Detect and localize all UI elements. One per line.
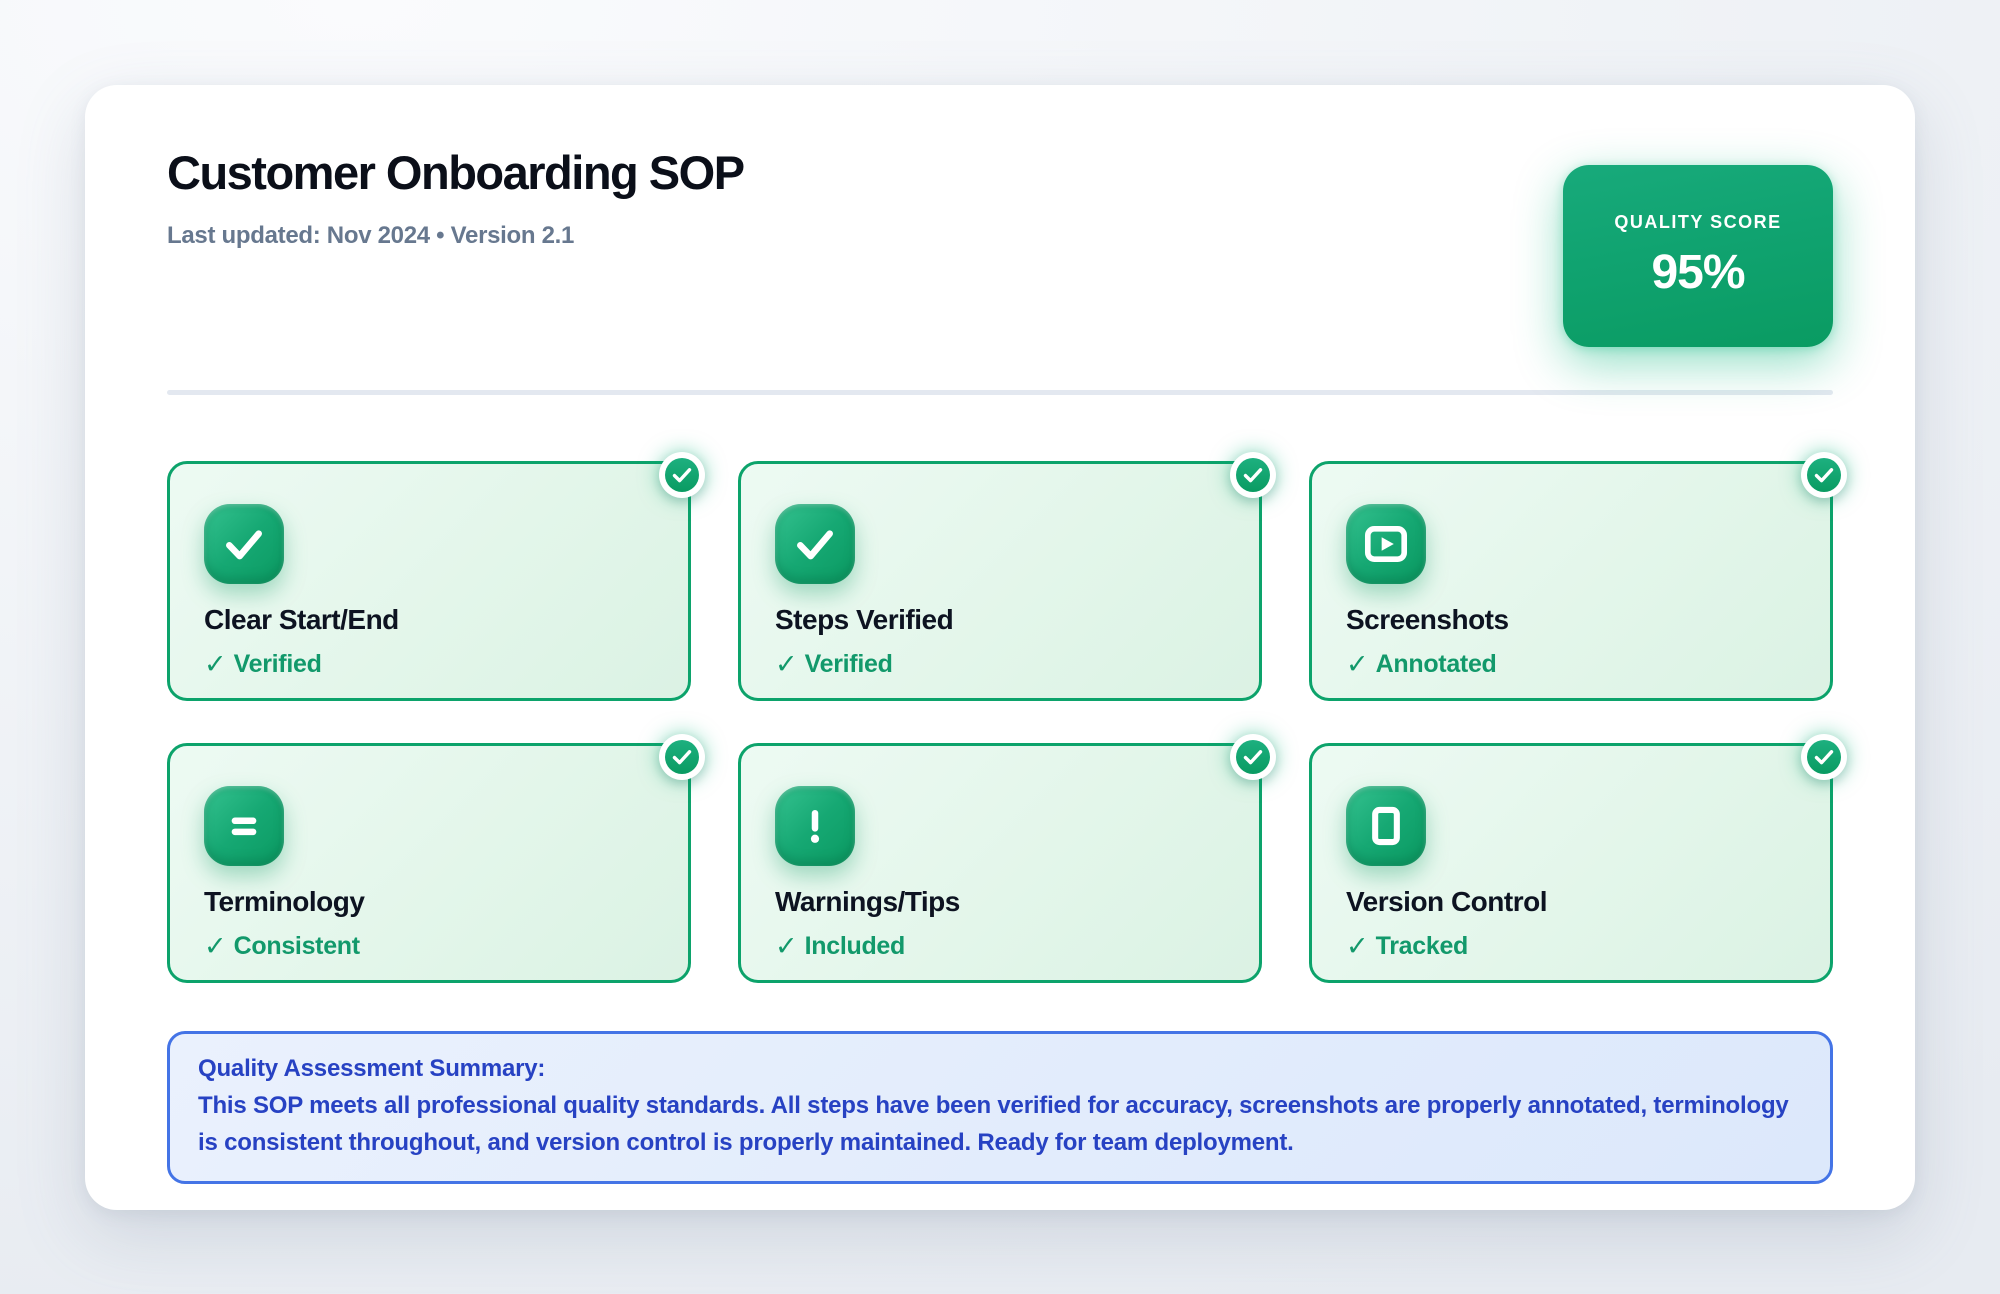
check-card-version-control: Version Control ✓ Tracked bbox=[1309, 734, 1847, 983]
verified-corner-badge bbox=[659, 452, 705, 498]
check-circle-icon bbox=[1806, 739, 1842, 775]
summary-body: This SOP meets all professional quality … bbox=[198, 1092, 1789, 1156]
quality-score-badge: QUALITY SCORE 95% bbox=[1563, 165, 1833, 347]
checklist-grid: Clear Start/End ✓ Verified Steps Verifie… bbox=[167, 452, 1847, 983]
status-check-icon: ✓ bbox=[204, 649, 227, 679]
check-card-warnings-tips: Warnings/Tips ✓ Included bbox=[738, 734, 1276, 983]
check-card-title: Warnings/Tips bbox=[775, 886, 960, 917]
status-text: Verified bbox=[233, 650, 322, 678]
header: Customer Onboarding SOP Last updated: No… bbox=[167, 130, 1833, 390]
check-card-status: ✓ Consistent bbox=[204, 932, 658, 961]
check-card-status: ✓ Verified bbox=[775, 650, 1229, 679]
verified-corner-badge bbox=[1230, 734, 1276, 780]
check-icon bbox=[797, 530, 833, 560]
page-title: Customer Onboarding SOP bbox=[167, 146, 745, 199]
check-circle-icon bbox=[1235, 457, 1271, 493]
check-circle-icon bbox=[664, 457, 700, 493]
header-text-block: Customer Onboarding SOP Last updated: No… bbox=[167, 130, 745, 250]
check-card-terminology: Terminology ✓ Consistent bbox=[167, 734, 705, 983]
quality-score-label: QUALITY SCORE bbox=[1614, 212, 1782, 232]
status-text: Verified bbox=[804, 650, 893, 678]
check-card-status: ✓ Tracked bbox=[1346, 932, 1800, 961]
check-circle-icon bbox=[1235, 739, 1271, 775]
card-icon-tile bbox=[1346, 504, 1426, 584]
status-check-icon: ✓ bbox=[204, 931, 227, 961]
verified-corner-badge bbox=[1230, 452, 1276, 498]
check-card-status: ✓ Annotated bbox=[1346, 650, 1800, 679]
status-check-icon: ✓ bbox=[775, 931, 798, 961]
card-icon-tile bbox=[775, 504, 855, 584]
card-icon-tile bbox=[1346, 786, 1426, 866]
status-text: Annotated bbox=[1375, 650, 1497, 678]
verified-corner-badge bbox=[1801, 734, 1847, 780]
check-card-clear-start-end: Clear Start/End ✓ Verified bbox=[167, 452, 705, 701]
summary-title: Quality Assessment Summary: bbox=[198, 1055, 546, 1082]
check-card-title: Terminology bbox=[204, 886, 365, 917]
check-circle-icon bbox=[1806, 457, 1842, 493]
check-card-title: Version Control bbox=[1346, 886, 1547, 917]
check-icon bbox=[226, 530, 262, 560]
sop-quality-report-card: Customer Onboarding SOP Last updated: No… bbox=[85, 85, 1915, 1210]
check-card-title: Steps Verified bbox=[775, 604, 954, 635]
check-card-title: Clear Start/End bbox=[204, 604, 399, 635]
document-frame-icon bbox=[1372, 806, 1400, 846]
status-text: Included bbox=[804, 932, 906, 960]
summary-box: Quality Assessment Summary: This SOP mee… bbox=[167, 1031, 1833, 1184]
check-card-status: ✓ Verified bbox=[204, 650, 658, 679]
card-icon-tile bbox=[204, 786, 284, 866]
check-card-screenshots: Screenshots ✓ Annotated bbox=[1309, 452, 1847, 701]
exclamation-icon bbox=[810, 809, 820, 843]
check-circle-icon bbox=[664, 739, 700, 775]
verified-corner-badge bbox=[659, 734, 705, 780]
status-text: Tracked bbox=[1375, 932, 1469, 960]
card-icon-tile bbox=[204, 504, 284, 584]
check-card-title: Screenshots bbox=[1346, 604, 1509, 635]
divider bbox=[167, 390, 1833, 395]
equals-icon bbox=[231, 817, 257, 836]
verified-corner-badge bbox=[1801, 452, 1847, 498]
status-check-icon: ✓ bbox=[775, 649, 798, 679]
status-check-icon: ✓ bbox=[1346, 649, 1369, 679]
quality-score-value: 95% bbox=[1651, 246, 1745, 299]
status-text: Consistent bbox=[233, 932, 360, 960]
check-card-steps-verified: Steps Verified ✓ Verified bbox=[738, 452, 1276, 701]
annotated-screenshot-icon bbox=[1364, 526, 1408, 562]
check-card-status: ✓ Included bbox=[775, 932, 1229, 961]
last-updated-text: Last updated: Nov 2024 • Version 2.1 bbox=[167, 222, 575, 249]
status-check-icon: ✓ bbox=[1346, 931, 1369, 961]
card-icon-tile bbox=[775, 786, 855, 866]
